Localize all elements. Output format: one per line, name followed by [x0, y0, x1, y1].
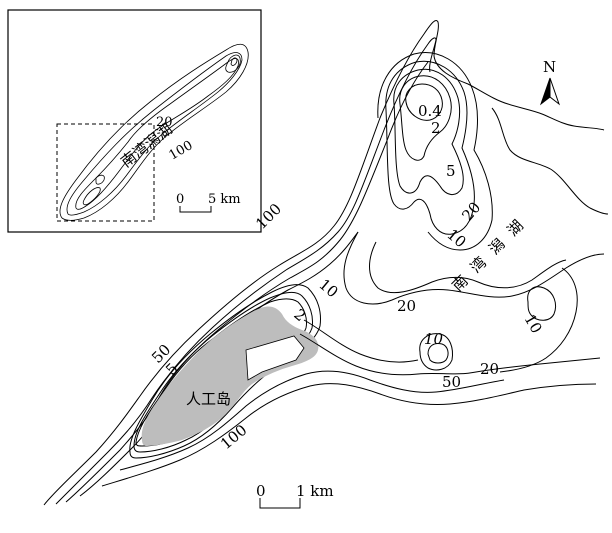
lagoon-name: 南 湾 潟 湖 [448, 217, 526, 295]
inset-contour-100 [66, 52, 243, 216]
lagoon-char-2: 湾 [467, 253, 490, 276]
lagoon-char-4: 湖 [504, 217, 527, 240]
lagoon-char-1: 南 [448, 272, 471, 295]
inset-sw-feature-2 [95, 174, 105, 185]
contour-10-lagoon [369, 241, 567, 294]
scale-end: 1 km [296, 482, 334, 500]
inset-scale-end: 5 km [208, 192, 241, 207]
scale-bar: 0 1 km [256, 482, 334, 509]
label-10-mid: 10 [315, 275, 341, 301]
inset-scale-bar [179, 206, 212, 213]
inset-label-20: 20 [156, 115, 173, 130]
label-20-se: 20 [480, 360, 499, 378]
contour-0_4 [405, 83, 443, 121]
lagoon-char-3: 潟 [485, 235, 508, 258]
scale-bar-line [259, 498, 301, 509]
island-inner-pool [245, 335, 305, 381]
inset-ne-feature-2 [230, 57, 238, 66]
contour-10-small-inner [427, 343, 449, 364]
label-10-east: 10 [521, 311, 546, 337]
label-10-island: 10 [424, 330, 444, 348]
north-arrow-icon-right [549, 77, 561, 106]
contour-100-se [119, 370, 505, 471]
contour-10-east [527, 286, 557, 321]
contour-10-small [419, 333, 453, 371]
north-letter: N [543, 58, 556, 76]
contour-coast [43, 20, 605, 506]
label-20-ne: 20 [458, 198, 484, 224]
contour-south-outer [101, 383, 597, 487]
contour-east-b [499, 267, 578, 373]
label-20-mid: 20 [397, 297, 416, 315]
inset-scale-start: 0 [176, 192, 184, 207]
scale-start: 0 [256, 482, 266, 500]
contour-20-se [303, 319, 419, 363]
contour-5-north [393, 68, 464, 195]
contour-east-a [491, 107, 609, 215]
contour-10-north [385, 60, 475, 235]
contour-20-lagoon [343, 231, 605, 305]
north-arrow-icon [539, 77, 551, 106]
contour-2-north [399, 75, 452, 161]
island-label: 人工岛 [186, 390, 231, 408]
contour-10-island [129, 284, 321, 459]
inset-contour-20 [75, 58, 239, 210]
contour-50-se [299, 333, 601, 376]
inset-extent-box [56, 123, 155, 222]
inset-frame [7, 9, 262, 233]
contour-100 [55, 37, 437, 505]
label-5-north: 5 [446, 162, 456, 180]
inset-map: 20 100 南湾潟湖 0 5 km [7, 9, 262, 233]
contour-20-north [377, 52, 493, 251]
inset-ne-feature [225, 54, 241, 73]
inset-sw-feature [82, 187, 101, 206]
label-2-north: 2 [431, 119, 441, 137]
contour-50 [65, 61, 429, 503]
north-arrow: N [539, 58, 561, 106]
label-100-s: 100 [217, 421, 251, 453]
contour-5-island [133, 291, 313, 453]
label-50-se: 50 [442, 373, 461, 391]
label-0_4: 0.4 [418, 102, 442, 120]
inset-contour-outer [59, 43, 249, 221]
